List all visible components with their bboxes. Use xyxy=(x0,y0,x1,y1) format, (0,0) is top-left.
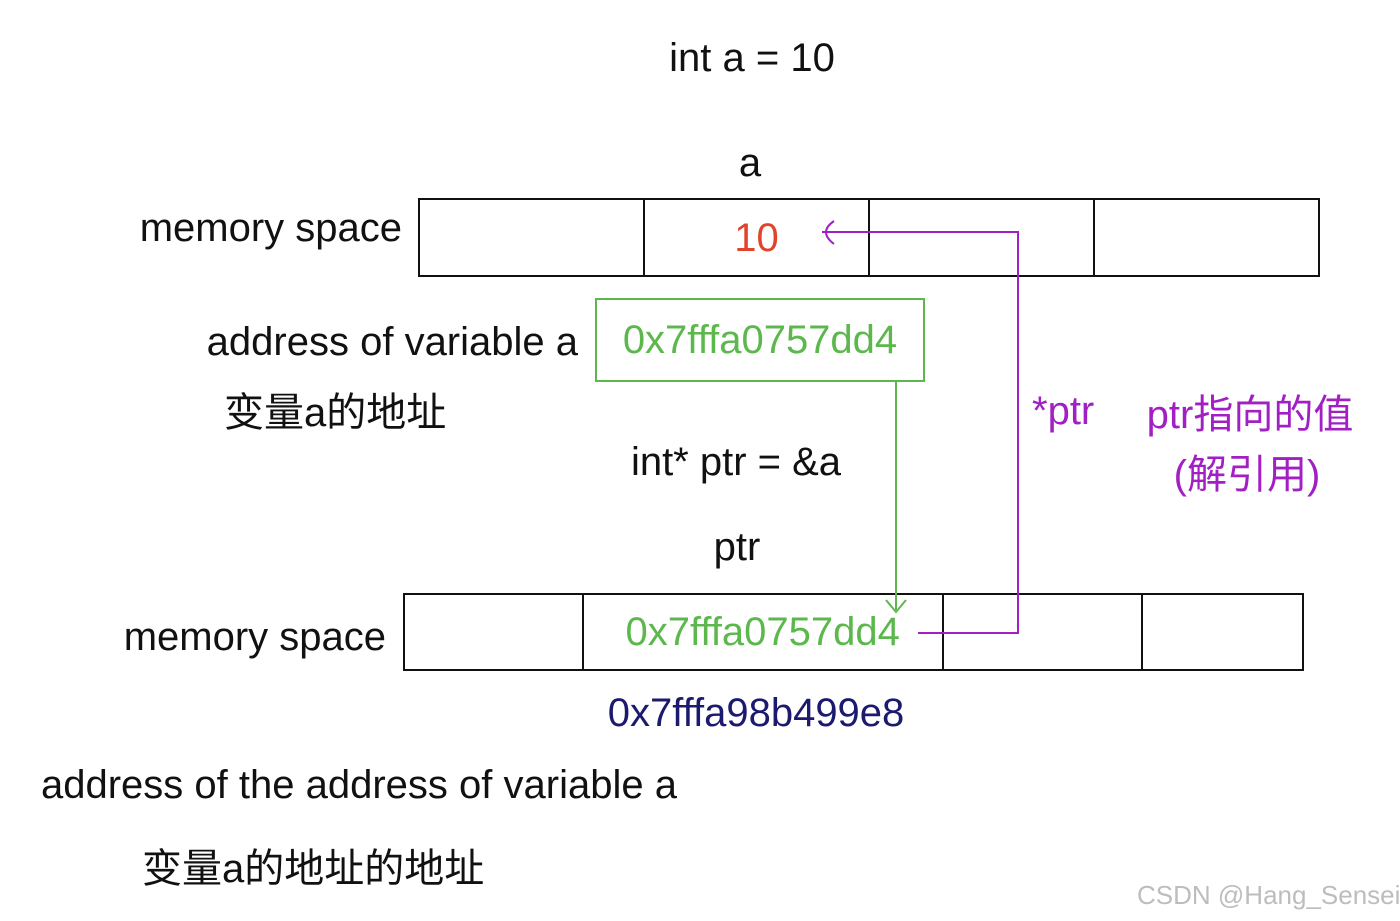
value-10: 10 xyxy=(734,215,779,260)
address-of-a-label-zh: 变量a的地址 xyxy=(224,391,447,435)
pointer-declaration: int* ptr = &a xyxy=(630,440,842,484)
deref-note-line2: (解引用) xyxy=(1173,453,1321,497)
top-memory-cell xyxy=(420,200,645,275)
declaration-int-a: int a = 10 xyxy=(669,36,835,80)
watermark: CSDN @Hang_Sensei xyxy=(1137,880,1400,910)
bottom-memory-cell xyxy=(1143,595,1305,669)
top-memory-row: 10 xyxy=(418,198,1320,277)
address-of-address-label-en: address of the address of variable a xyxy=(41,763,677,807)
top-memory-space-label: memory space xyxy=(139,206,402,250)
deref-note-line1: ptr指向的值 xyxy=(1146,393,1354,437)
address-of-a-box: 0x7fffa0757dd4 xyxy=(595,298,925,382)
bottom-memory-cell xyxy=(405,595,584,669)
bottom-memory-space-label: memory space xyxy=(123,615,386,659)
bottom-memory-row: 0x7fffa0757dd4 xyxy=(403,593,1305,671)
address-copy-arrow xyxy=(885,382,907,614)
top-memory-cell xyxy=(1095,200,1320,275)
bottom-memory-cell-ptr: 0x7fffa0757dd4 xyxy=(584,595,944,669)
top-memory-cell xyxy=(870,200,1095,275)
deref-arrow xyxy=(822,220,1019,634)
ptr-stored-address: 0x7fffa0757dd4 xyxy=(625,610,900,654)
variable-ptr-label: ptr xyxy=(713,525,761,569)
variable-a-label: a xyxy=(738,141,762,185)
address-of-a-label-en: address of variable a xyxy=(206,320,578,364)
top-memory-cell-a: 10 xyxy=(645,200,870,275)
bottom-memory-cell xyxy=(944,595,1144,669)
ptr-own-address: 0x7fffa98b499e8 xyxy=(607,691,905,735)
address-of-a-value: 0x7fffa0757dd4 xyxy=(622,318,898,362)
deref-label: *ptr xyxy=(1032,389,1095,433)
address-of-address-label-zh: 变量a的地址的地址 xyxy=(142,847,485,891)
